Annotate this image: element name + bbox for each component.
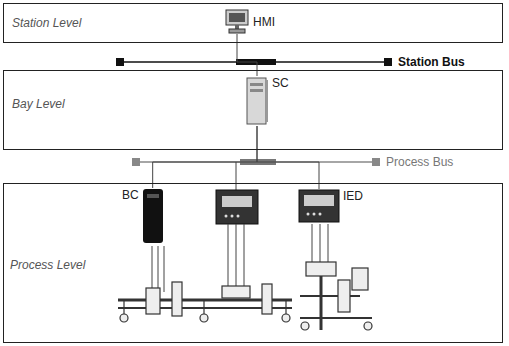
bus-connector	[257, 126, 319, 189]
bay-controller: BC	[122, 188, 164, 244]
device-text-group: HMI	[253, 15, 275, 29]
station-level-band: Station Level HMI	[3, 3, 503, 43]
level-label: Process Level	[10, 258, 85, 272]
protection-device	[216, 162, 258, 224]
switchgear-illustration	[118, 282, 292, 322]
hmi-node: HMI	[224, 8, 275, 34]
device-label: IED	[343, 189, 363, 203]
device-text-group: IED	[343, 189, 363, 203]
bus-connector	[153, 126, 257, 188]
device-label: HMI	[253, 15, 275, 29]
bus-label: Process Bus	[386, 155, 453, 169]
bus-end-square	[384, 58, 392, 66]
device-label: SC	[272, 76, 289, 90]
bus-end-square	[372, 158, 380, 166]
switchgear-illustration	[300, 262, 372, 330]
device-label: BC	[122, 188, 139, 202]
device-text-group: SC	[272, 76, 289, 90]
level-label: Bay Level	[12, 97, 65, 111]
bus-end-square	[116, 58, 124, 66]
bay-level-band: Bay Level SC	[3, 70, 503, 150]
level-label: Station Level	[12, 16, 81, 30]
bus-label: Station Bus	[398, 55, 465, 69]
tower-icon	[245, 76, 269, 126]
process-level-band: Process Level BC IED	[3, 183, 503, 343]
ied-icon	[298, 189, 340, 223]
cabinet-icon	[142, 188, 164, 244]
ied-device: IED	[298, 189, 363, 223]
bus-end-square	[132, 158, 140, 166]
monitor-icon	[224, 8, 250, 34]
station-controller: SC	[245, 76, 289, 126]
device-text-group: BC	[122, 188, 139, 202]
